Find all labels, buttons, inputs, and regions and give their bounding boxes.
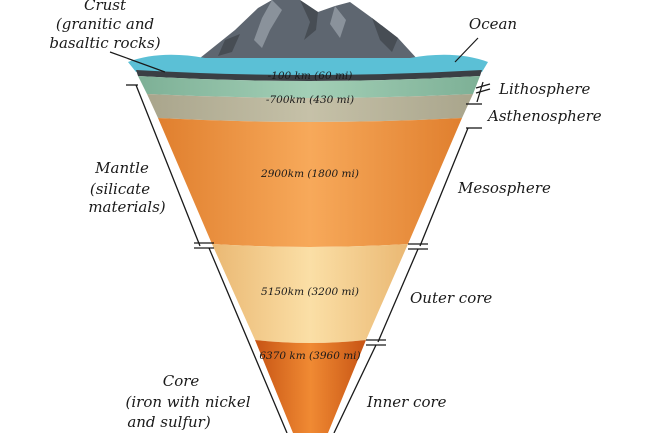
core-label-line2: (iron with nickel xyxy=(126,393,251,411)
depth-label-lithosphere: -100 km (60 mi) xyxy=(268,70,353,82)
left-bracket-lines xyxy=(126,84,288,433)
depth-label-outer-core: 5150km (3200 mi) xyxy=(261,286,359,298)
outer-core-label: Outer core xyxy=(410,289,492,307)
ocean-label: Ocean xyxy=(469,15,517,33)
inner-core-layer xyxy=(255,340,366,433)
crust-label-line1: Crust xyxy=(84,0,127,14)
crust-label-line3: basaltic rocks) xyxy=(49,34,160,52)
crust-layer xyxy=(136,70,482,81)
core-label-line3: and sulfur) xyxy=(127,413,211,431)
inner-core-label: Inner core xyxy=(366,393,447,411)
mountain xyxy=(195,0,420,62)
crust-leader-line xyxy=(109,51,166,73)
mantle-label-line3: materials) xyxy=(88,198,165,216)
right-bracket-lines xyxy=(333,81,491,433)
core-label-line1: Core xyxy=(163,372,200,390)
lithosphere-label: Lithosphere xyxy=(498,80,590,98)
depth-label-mesosphere: 2900km (1800 mi) xyxy=(260,168,359,180)
crust-label-line2: (granitic and xyxy=(56,15,154,33)
asthenosphere-layer xyxy=(147,94,473,122)
asthenosphere-label: Asthenosphere xyxy=(486,107,602,125)
mantle-label-line2: (silicate xyxy=(90,180,150,198)
mesosphere-label: Mesosphere xyxy=(457,179,551,197)
depth-label-inner-core: 6370 km (3960 mi) xyxy=(259,350,360,362)
mesosphere-layer xyxy=(158,118,462,247)
lithosphere-layer xyxy=(138,76,480,98)
ocean-surface xyxy=(128,54,488,77)
outer-core-layer xyxy=(212,244,408,343)
mantle-label-line1: Mantle xyxy=(94,159,149,177)
ocean-leader-line xyxy=(454,37,479,63)
depth-label-asthenosphere: -700km (430 mi) xyxy=(266,94,354,106)
